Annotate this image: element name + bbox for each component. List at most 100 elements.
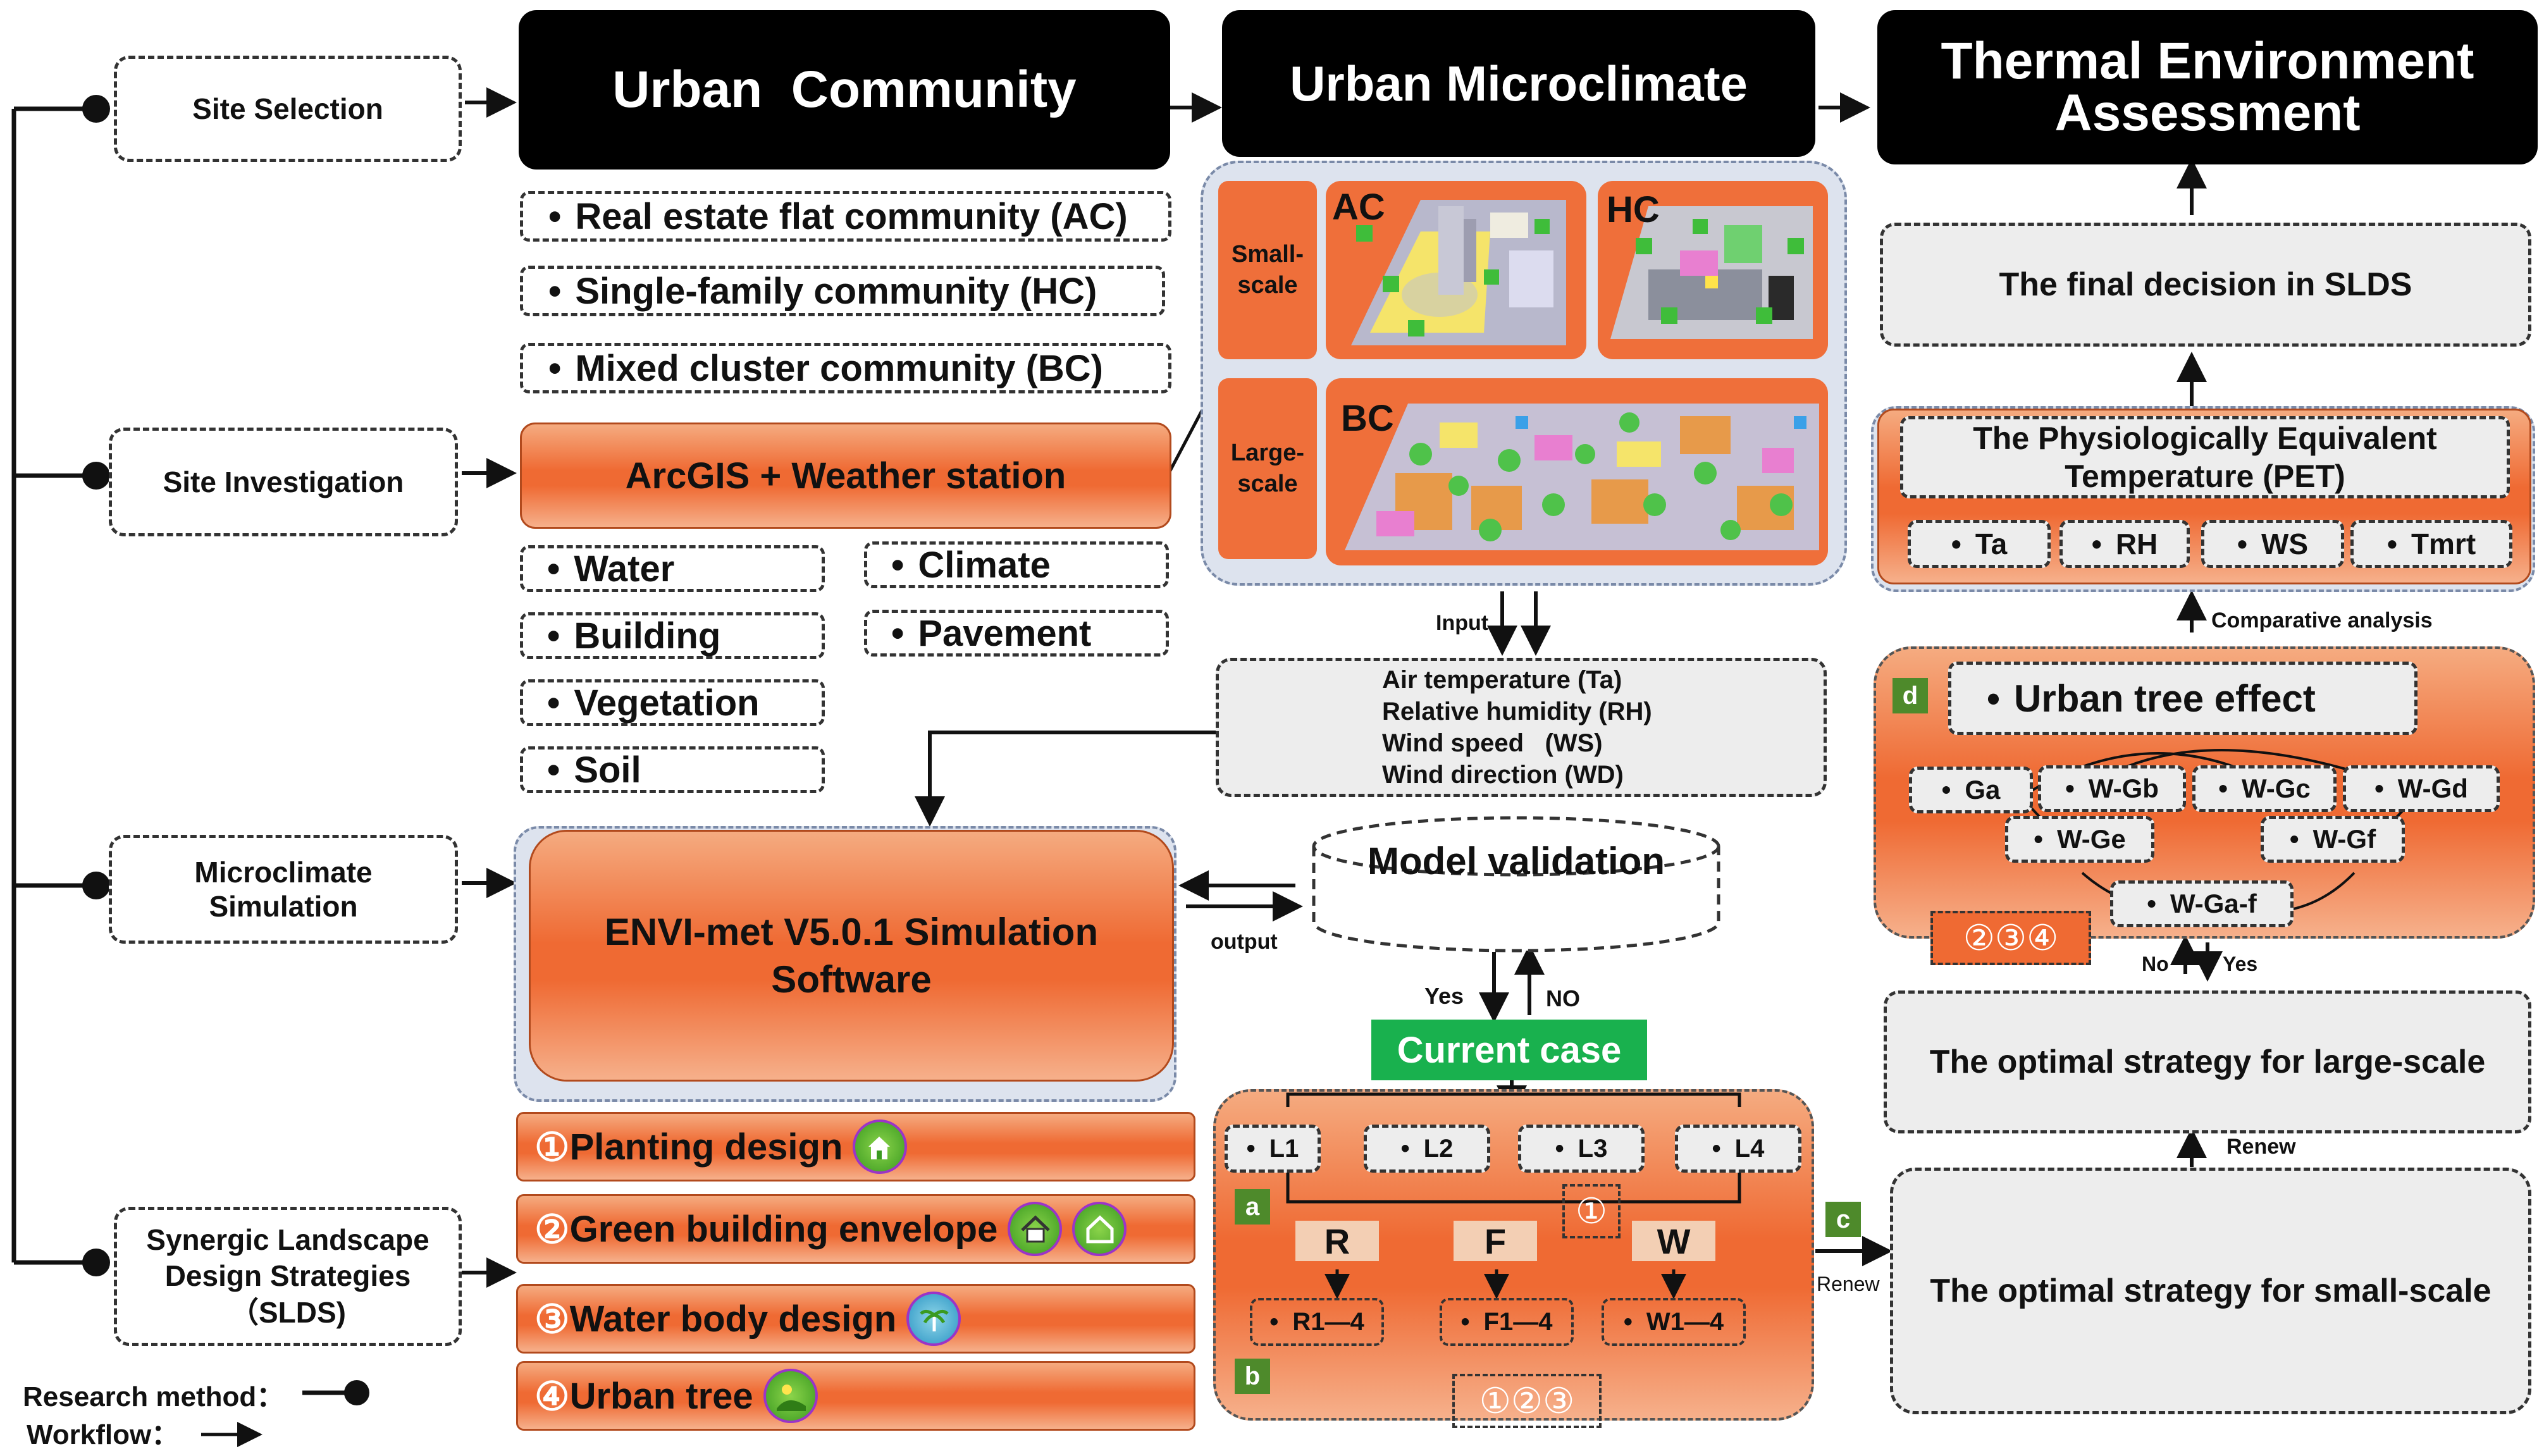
model-validation-label: Model validation [1367,839,1665,882]
factor-climate: Climate [864,541,1169,588]
tag-b: b [1235,1359,1270,1394]
legend-research-method: Research method： [23,1381,285,1412]
circle-one-box: ① [1562,1184,1621,1238]
tag-c: c [1825,1202,1861,1237]
tree-group-w-ga-f: W-Ga-f [2110,880,2294,927]
variable-wind-speed: Wind speed (WS) [1382,729,1603,757]
large-scale-strategy-box: The optimal strategy for large-scale [1884,990,2531,1133]
renew-label-left: Renew [1817,1273,1880,1295]
arcgis-weather-station: ArcGIS + Weather station [520,423,1171,529]
factor-water: Water [520,545,825,592]
pet-param-tmrt: Tmrt [2350,520,2512,568]
current-case-box: Current case [1371,1020,1647,1080]
input-label: Input [1436,611,1489,635]
urban-tree-effect-title: Urban tree effect [1948,662,2417,735]
tree-group-ga: Ga [1909,767,2033,813]
community-hc: Single-family community (HC) [520,266,1165,316]
subgroup-w: W1—4 [1602,1298,1746,1346]
circles-234-box: ②③④ [1930,911,2091,965]
factor-vegetation: Vegetation [520,679,825,726]
circles-bottom-box: ①②③ [1452,1374,1602,1428]
strategy-green-envelope: ② Green building envelope [516,1194,1195,1264]
tree-group-w-gf: W-Gf [2261,816,2405,863]
tree-group-w-gc: W-Gc [2192,765,2337,812]
urban-microclimate-header: Urban Microclimate [1222,10,1815,157]
output-label: output [1211,930,1278,954]
strategy-label-2: Green building envelope [569,1208,998,1250]
strategy-num-4: ④ [534,1374,570,1419]
ac-model-image [1351,200,1566,345]
strategy-planting-design: ① Planting design [516,1112,1195,1181]
renew-label-top: Renew [2226,1135,2296,1159]
site-investigation-label: Site Investigation [163,466,404,498]
factor-pavement: Pavement [864,610,1169,657]
community-ac: Real estate flat community (AC) [520,191,1171,242]
level-l4: L4 [1675,1125,1801,1173]
group-r: R [1295,1221,1379,1261]
green-house-icon [1072,1202,1127,1256]
tree-group-w-gb: W-Gb [2038,765,2186,812]
factor-soil: Soil [520,746,825,793]
strategy-label-4: Urban tree [569,1375,753,1417]
tag-d: d [1893,678,1928,713]
subgroup-r: R1—4 [1250,1298,1384,1346]
level-l3: L3 [1518,1125,1645,1173]
envi-met-software: ENVI-met V5.0.1 Simulation Software [529,830,1174,1082]
validation-yes-label: Yes [1424,983,1464,1009]
hc-scene [1598,181,1828,359]
group-w: W [1632,1221,1715,1261]
hc-label: HC [1607,189,1660,230]
strategy-num-2: ② [534,1207,570,1252]
palm-water-icon [906,1292,961,1346]
level-l1: L1 [1225,1125,1321,1173]
site-selection-box: Site Selection [114,56,462,162]
slds-label: Synergic Landscape Design Strategies（SLD… [146,1223,429,1329]
community-bc: Mixed cluster community (BC) [520,343,1171,393]
site-selection-label: Site Selection [192,92,383,125]
tag-a: a [1235,1189,1270,1225]
thermal-assessment-header: Thermal Environment Assessment [1877,10,2538,164]
variable-air-temperature: Air temperature (Ta) [1382,666,1622,694]
strategy-label-1: Planting design [569,1126,843,1168]
bc-label: BC [1341,398,1394,439]
variable-wind-direction: Wind direction (WD) [1382,761,1624,789]
slds-box: Synergic Landscape Design Strategies（SLD… [114,1207,462,1346]
strategy-label-3: Water body design [569,1298,897,1340]
final-decision-box: The final decision in SLDS [1880,223,2531,347]
pet-param-rh: RH [2059,520,2190,568]
ac-label: AC [1332,187,1385,228]
variable-relative-humidity: Relative humidity (RH) [1382,698,1652,725]
large-scale-label-box: Large-scale [1218,378,1317,559]
tree-group-w-ge: W-Ge [2005,816,2154,863]
house-tree-icon [853,1120,908,1174]
strategy-num-3: ③ [534,1297,570,1342]
scenario-lines [1286,1092,1741,1299]
group-f: F [1454,1221,1537,1261]
bc-model-image [1345,404,1819,550]
strategy-water-body: ③ Water body design [516,1284,1195,1354]
hc-model-image [1610,206,1813,339]
comparative-analysis-label: Comparative analysis [2211,608,2433,632]
pet-param-ws: WS [2201,520,2344,568]
factor-building: Building [520,612,825,659]
ac-scene [1326,181,1586,359]
legend-workflow: Workflow： [27,1419,180,1450]
subgroup-f: F1—4 [1440,1298,1574,1346]
site-investigation-box: Site Investigation [109,428,458,536]
level-l2: L2 [1364,1125,1490,1173]
input-variables-box: Air temperature (Ta) Relative humidity (… [1216,658,1827,797]
tree-group-w-gd: W-Gd [2343,765,2500,812]
small-scale-strategy-box: The optimal strategy for small-scale [1890,1168,2531,1414]
validation-no-label: NO [1546,985,1580,1011]
urban-community-header: Urban Community [519,10,1170,170]
microclimate-simulation-label: Microclimate Simulation [194,856,373,923]
model-validation-cylinder [1312,816,1720,953]
microclimate-simulation-box: Microclimate Simulation [109,835,458,944]
tree-yes-label: Yes [2223,953,2258,975]
sun-landscape-icon [763,1369,818,1423]
tree-no-label: No [2142,953,2169,975]
strategy-urban-tree: ④ Urban tree [516,1361,1195,1431]
house-icon [1008,1202,1063,1256]
pet-param-ta: Ta [1908,520,2051,568]
